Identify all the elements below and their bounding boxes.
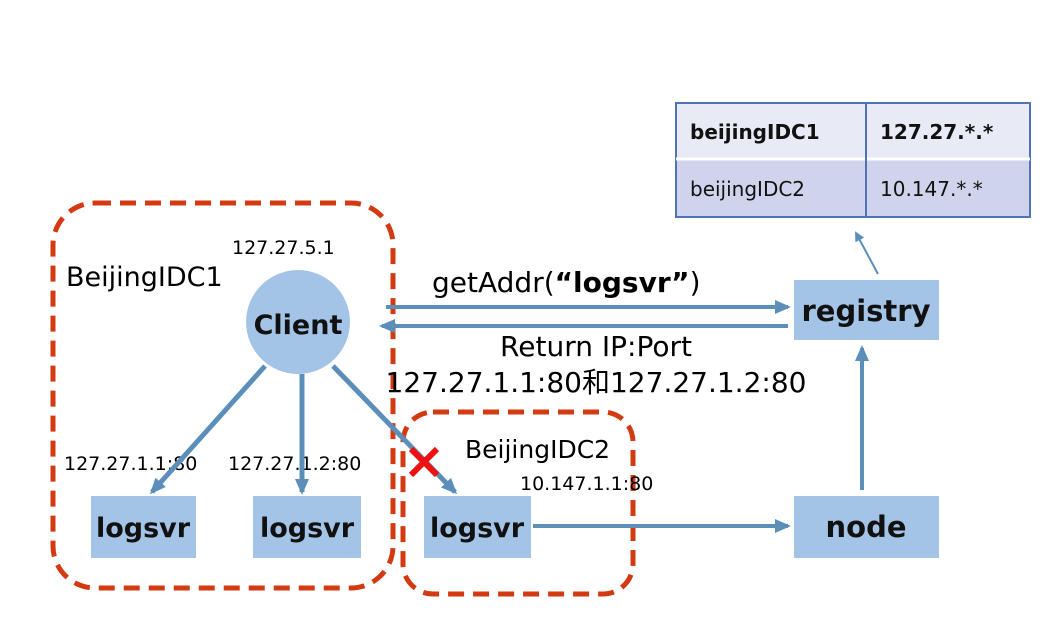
arrow-client-to-logsvr-1	[149, 364, 267, 495]
client-node	[246, 270, 350, 374]
logsvr-1-address: 127.27.1.1:80	[64, 453, 197, 475]
client-ip-label: 127.27.5.1	[232, 237, 335, 259]
registry-table: beijingIDC1 127.27.*.* beijingIDC2 10.14…	[675, 102, 1031, 218]
cross-icon	[408, 446, 440, 478]
request-message: getAddr(“logsvr”)	[432, 266, 701, 299]
table-cell-bg	[866, 159, 1030, 217]
logsvr-box-3-label: logsvr	[430, 513, 525, 544]
request-argument: “logsvr”	[555, 266, 690, 299]
table-row-2-idc: beijingIDC2	[690, 177, 805, 201]
response-message-line-1: Return IP:Port	[500, 330, 692, 363]
table-row-1-idc: beijingIDC1	[690, 120, 820, 144]
logsvr-box-1	[91, 496, 196, 558]
table-row-1-ip: 127.27.*.*	[880, 120, 994, 144]
logsvr-3-address: 10.147.1.1:80	[520, 473, 653, 495]
logsvr-2-address: 127.27.1.2:80	[228, 453, 361, 475]
table-cell-bg	[866, 103, 1030, 159]
node-box	[794, 496, 939, 558]
node-label: node	[826, 510, 907, 544]
zone-beijingidc2-label: BeijingIDC2	[465, 435, 610, 464]
logsvr-box-2-label: logsvr	[260, 513, 355, 544]
response-message-line-2: 127.27.1.1:80和127.27.1.2:80	[386, 366, 807, 399]
request-suffix: )	[690, 266, 701, 299]
table-row-2-ip: 10.147.*.*	[880, 177, 983, 201]
request-prefix: getAddr(	[432, 266, 555, 299]
logsvr-box-2	[253, 496, 361, 558]
zone-beijingidc1-label: BeijingIDC1	[66, 262, 223, 293]
arrow-registry-to-table	[855, 231, 879, 275]
registry-label: registry	[802, 294, 931, 328]
logsvr-box-3	[424, 496, 531, 558]
zone-beijingidc2-boundary	[400, 409, 636, 597]
zone-beijingidc1-boundary	[50, 200, 396, 591]
logsvr-box-1-label: logsvr	[96, 513, 191, 544]
table-cell-bg	[676, 159, 866, 217]
table-cell-bg	[676, 103, 866, 159]
registry-box	[794, 280, 939, 340]
client-label: Client	[254, 310, 343, 341]
